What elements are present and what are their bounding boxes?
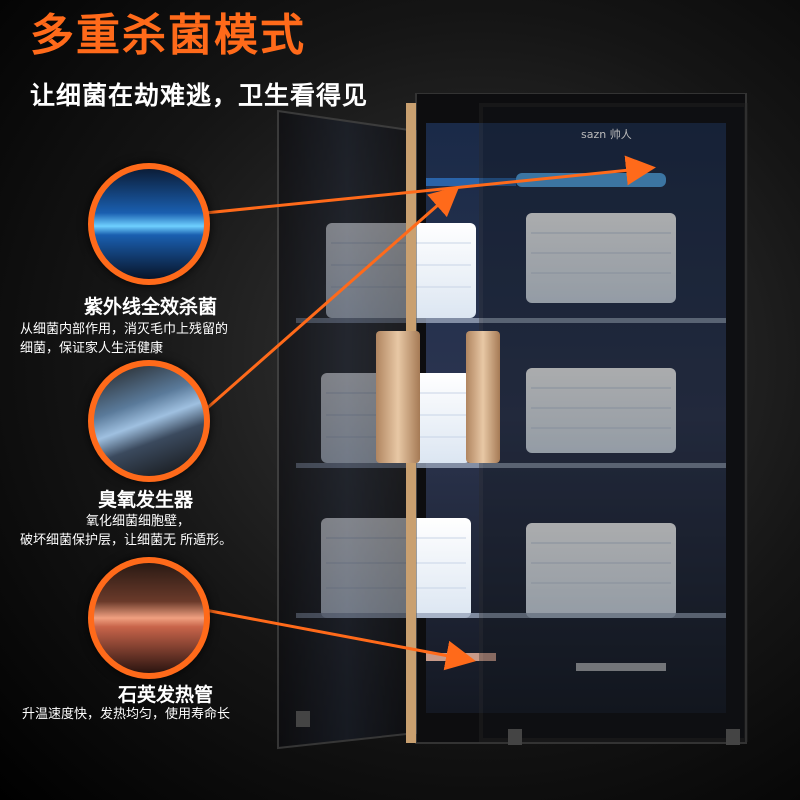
disinfection-cabinet-image: sazn 帅人 bbox=[276, 92, 752, 753]
uv-lamp-closeup bbox=[88, 163, 210, 285]
quartz-heater-closeup bbox=[88, 557, 210, 679]
feature-uv-desc-2: 细菌，保证家人生活健康 bbox=[20, 341, 164, 356]
feature-uv-desc-1: 从细菌内部作用，消灭毛巾上残留的 bbox=[20, 322, 229, 337]
brand-logo: sazn 帅人 bbox=[581, 128, 632, 141]
subheadline: 让细菌在劫难逃，卫生看得见 bbox=[30, 81, 369, 110]
feature-heater-title: 石英发热管 bbox=[118, 684, 214, 706]
feature-ozone-desc-1: 氧化细菌细胞壁， bbox=[86, 514, 191, 529]
feature-ozone-desc-2: 破坏细菌保护层，让细菌无 所遁形。 bbox=[20, 533, 233, 548]
headline: 多重杀菌模式 bbox=[30, 10, 306, 61]
feature-ozone-title: 臭氧发生器 bbox=[98, 489, 194, 511]
ozone-generator-closeup bbox=[88, 360, 210, 482]
feature-uv-title: 紫外线全效杀菌 bbox=[84, 296, 218, 318]
feature-heater-desc-1: 升温速度快，发热均匀，使用寿命长 bbox=[22, 707, 231, 722]
towel-stack-top-right bbox=[526, 213, 676, 303]
